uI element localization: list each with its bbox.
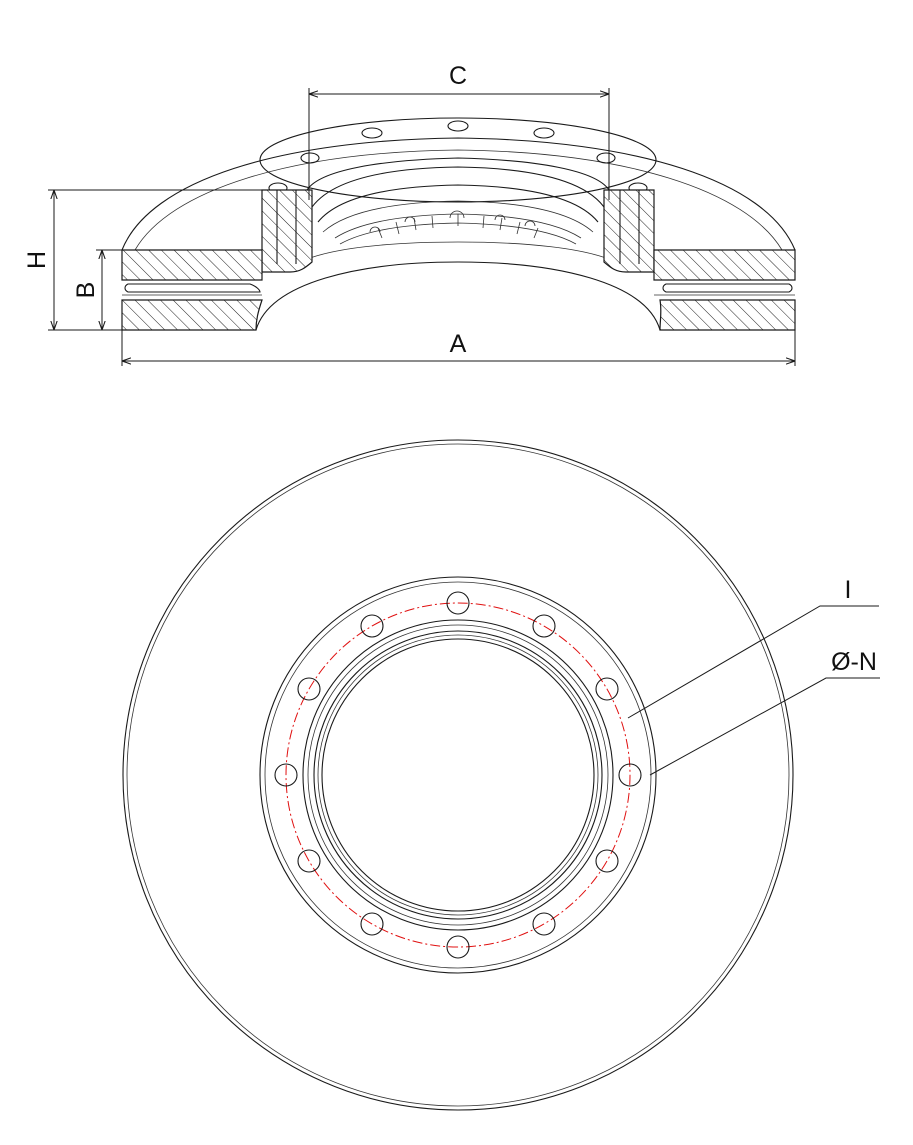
left-upper-plate bbox=[121, 249, 263, 281]
bolt-hole bbox=[532, 614, 556, 638]
right-upper-plate bbox=[653, 249, 796, 281]
disc-lower-curve bbox=[255, 261, 661, 331]
flange-outer-edge-inner bbox=[264, 581, 652, 969]
section-view: C A H B bbox=[23, 62, 796, 366]
dimension-a: A bbox=[121, 330, 796, 366]
leader-bolt-hole: Ø-N bbox=[649, 648, 880, 776]
label-n: Ø-N bbox=[831, 648, 877, 676]
leader-bolt-circle: I bbox=[627, 576, 879, 719]
left-hub-wall bbox=[261, 189, 313, 273]
disc-outer-edge-inner bbox=[126, 443, 790, 1107]
bore-rim-lower bbox=[317, 184, 599, 223]
center-bore-edge bbox=[321, 638, 595, 912]
bolt-hole bbox=[360, 912, 384, 936]
bore-ring-4 bbox=[317, 634, 599, 916]
leader-n-line bbox=[649, 677, 880, 776]
bolt-holes bbox=[274, 591, 642, 959]
bolt-hole bbox=[532, 912, 556, 936]
plan-view: I Ø-N bbox=[122, 439, 880, 1111]
bore-rim-inner bbox=[322, 200, 594, 233]
label-h: H bbox=[23, 251, 51, 269]
right-vent-channel bbox=[662, 283, 793, 293]
bolt-circle-line bbox=[285, 602, 631, 948]
right-cross-section bbox=[603, 189, 796, 331]
flange-outer-edge bbox=[259, 576, 657, 974]
disc-outer-edge bbox=[122, 439, 794, 1111]
flange-bolt-holes bbox=[268, 120, 648, 194]
bolt-hole bbox=[274, 763, 298, 787]
flange-inner-wall bbox=[306, 157, 610, 191]
flange-hole bbox=[300, 152, 320, 164]
bolt-hole bbox=[595, 849, 619, 873]
label-i: I bbox=[845, 576, 852, 604]
bolt-hole bbox=[618, 763, 642, 787]
leader-i-line bbox=[627, 605, 879, 719]
bolt-hole bbox=[297, 849, 321, 873]
flange-hole bbox=[596, 152, 616, 164]
bore-ring-1 bbox=[302, 619, 614, 931]
label-a: A bbox=[450, 330, 467, 358]
flange-hole bbox=[533, 127, 555, 139]
label-b: B bbox=[72, 282, 100, 299]
flange-top-ellipse bbox=[259, 117, 657, 203]
bolt-hole bbox=[446, 935, 470, 959]
bore-rim-upper bbox=[309, 166, 607, 211]
bolt-hole bbox=[360, 614, 384, 638]
bore-ring-2 bbox=[307, 624, 609, 926]
right-lower-plate bbox=[659, 299, 796, 331]
label-c: C bbox=[449, 62, 467, 90]
right-hub-wall bbox=[603, 189, 655, 273]
dimension-c: C bbox=[308, 62, 610, 200]
bolt-hole bbox=[297, 677, 321, 701]
bolt-hole bbox=[595, 677, 619, 701]
cooling-vanes bbox=[334, 210, 582, 245]
disc-lower-curve-inner bbox=[299, 241, 617, 263]
disc-back-outline bbox=[121, 137, 796, 251]
disc-back-outline-inner bbox=[134, 149, 783, 251]
dimension-h: H bbox=[23, 189, 262, 331]
flange-hole bbox=[447, 120, 469, 132]
flange-hole bbox=[361, 127, 383, 139]
vane bbox=[369, 210, 536, 233]
vane bbox=[377, 214, 539, 239]
vane-row bbox=[339, 222, 577, 245]
left-lower-plate bbox=[121, 299, 263, 331]
bolt-hole bbox=[446, 591, 470, 615]
bore-ring-3 bbox=[313, 630, 603, 920]
left-cross-section bbox=[121, 189, 313, 331]
left-vent-channel bbox=[124, 283, 261, 293]
dimension-b: B bbox=[72, 249, 122, 331]
